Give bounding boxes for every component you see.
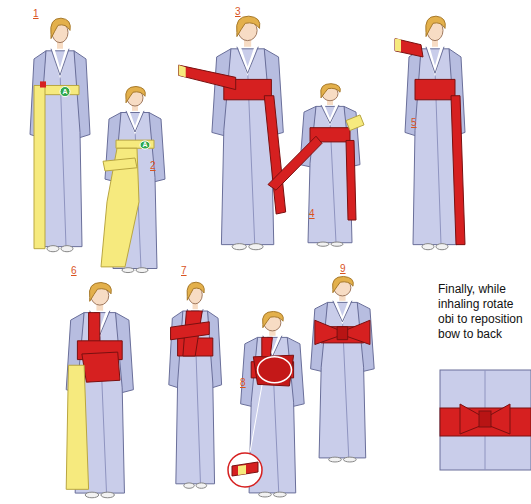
step-number: 8 <box>240 377 246 388</box>
step-number: 7 <box>181 265 187 276</box>
obi-hanging-end <box>346 140 356 220</box>
obi-bow <box>460 404 510 434</box>
obi-lining <box>179 65 186 77</box>
marker-letter: A <box>60 87 70 97</box>
obi-fold <box>253 355 293 386</box>
obi-knot <box>337 327 348 340</box>
obi-hanging-end <box>451 96 465 245</box>
inset-circle <box>228 453 262 487</box>
step-number: 3 <box>235 6 241 17</box>
obi-band <box>440 408 531 436</box>
obi-hanging-end <box>34 85 45 248</box>
obi-lining <box>395 39 401 52</box>
leader-line <box>250 385 262 452</box>
obi-end <box>262 337 273 356</box>
obi-fold <box>82 352 120 382</box>
obi-lining <box>346 115 364 131</box>
obi-hanging-end <box>264 96 285 214</box>
marker-letter: A <box>140 140 150 150</box>
figure-step-5 <box>395 16 465 250</box>
step-number: 6 <box>71 265 77 276</box>
figure-step-6 <box>66 283 133 498</box>
inset-obi-fold <box>232 462 258 476</box>
kimono-figure <box>169 282 222 488</box>
inset-obi-lining <box>238 465 246 475</box>
step-number: 5 <box>411 117 417 128</box>
obi-end <box>395 39 423 57</box>
obi-end <box>268 136 322 190</box>
kimono-back <box>440 370 531 470</box>
zoom-circle <box>258 357 292 383</box>
figure-step-9 <box>311 276 375 461</box>
figure-step-7 <box>169 282 222 488</box>
back-view-inset <box>440 370 531 470</box>
figure-step-3 <box>179 16 286 250</box>
step-number: 9 <box>340 263 346 274</box>
obi-hanging-end <box>66 365 88 489</box>
obi-edge <box>40 81 46 87</box>
obi-band <box>415 79 455 99</box>
obi-fold <box>171 322 210 340</box>
step-number: 1 <box>33 8 39 19</box>
obi-band <box>116 140 154 148</box>
marker-circle <box>60 87 70 97</box>
figure-step-4 <box>268 84 364 247</box>
kimono-figure <box>30 18 90 252</box>
instruction-note: Finally, while inhaling rotate obi to re… <box>438 282 530 342</box>
figure-step-1 <box>30 18 90 252</box>
obi-fold <box>101 148 139 267</box>
step-number: 2 <box>150 160 156 171</box>
obi-bow <box>315 320 370 344</box>
step-number: 4 <box>309 208 315 219</box>
marker-circle <box>140 141 150 149</box>
obi-knot <box>479 411 491 427</box>
obi-end <box>179 65 236 89</box>
figure-step-2 <box>101 87 165 273</box>
obi-fold <box>103 158 137 171</box>
kimono-figure <box>300 84 360 247</box>
kimono-figure <box>66 283 133 498</box>
obi-end <box>89 313 100 343</box>
kimono-figure <box>311 276 375 461</box>
